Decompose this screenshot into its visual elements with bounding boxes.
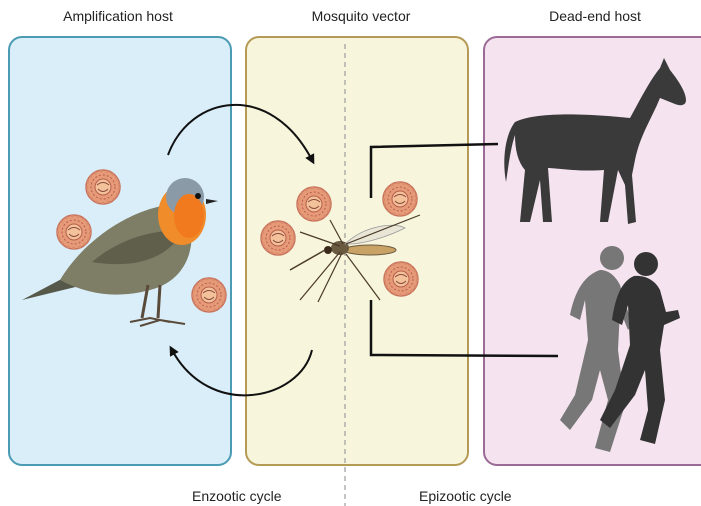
virus-particle-icon: [192, 278, 226, 312]
virus-particle-icon: [261, 221, 295, 255]
virus-particle-icon: [86, 170, 120, 204]
mosquito-to-humans-connector: [371, 300, 558, 356]
virus-particle-icon: [297, 187, 331, 221]
virus-particle-icon: [383, 182, 417, 216]
virus-particle-icon: [384, 262, 418, 296]
virus-particle-icon: [57, 215, 91, 249]
mosquito-to-bird-arrow: [172, 350, 312, 395]
horse-silhouette-icon: [504, 58, 686, 224]
robin-bird-icon: [22, 178, 218, 326]
bird-to-mosquito-arrow: [168, 105, 312, 160]
running-humans-icon: [560, 246, 680, 452]
